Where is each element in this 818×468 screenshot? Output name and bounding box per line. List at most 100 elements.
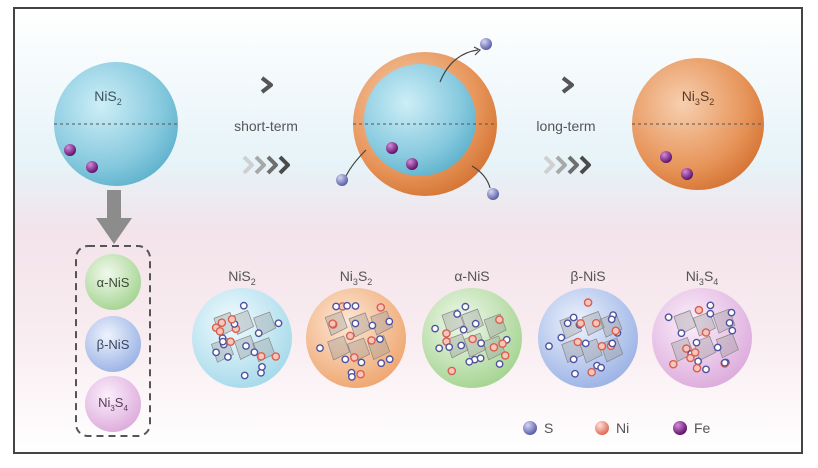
crystal-ni3s2: Ni3S2 [306, 268, 406, 388]
s-atom [343, 301, 351, 310]
crystal-structures: NiS2 Ni3S2 α-NiS β-NiS Ni3S4 [192, 268, 752, 388]
ni-atom [227, 314, 237, 324]
s-atom [445, 343, 454, 351]
crystal-beta-nis: β-NiS [538, 268, 638, 388]
s-atom [376, 335, 384, 343]
s-atom [557, 333, 566, 342]
svg-text:β-NiS: β-NiS [97, 337, 130, 352]
nis2-sphere: NiS2 [54, 62, 178, 186]
crystal-sphere [652, 288, 752, 388]
fe-atom [660, 151, 672, 163]
s-atom [608, 339, 617, 348]
s-atom [357, 358, 366, 367]
s-atom [258, 362, 266, 371]
s-atom [274, 319, 283, 328]
s-atom [728, 326, 737, 335]
s-atom [347, 372, 356, 381]
s-atom [453, 310, 462, 318]
ni-atom [271, 352, 281, 361]
s-atom [727, 308, 736, 317]
ni-atom [489, 342, 499, 352]
ni-atom [328, 319, 337, 329]
s-atom [316, 344, 324, 352]
svg-text:Ni3S4: Ni3S4 [98, 395, 128, 413]
s-atom [664, 313, 673, 322]
s-escape-path [345, 149, 367, 177]
fe-atom [681, 168, 693, 180]
legend-item-fe: Fe [673, 420, 711, 436]
s-atom [581, 339, 590, 348]
s-atom [341, 355, 350, 364]
s-atom [706, 309, 715, 318]
ni-atom [692, 363, 702, 373]
ni-atom [356, 369, 365, 379]
s-atom [218, 337, 227, 346]
legend-item-s: S [523, 420, 553, 436]
short-term-label: short-term [234, 118, 298, 134]
ni-atom [669, 359, 678, 369]
s-atom [223, 353, 232, 361]
legend-label: Fe [694, 420, 711, 436]
s-atom [435, 344, 444, 353]
ni-atom [215, 326, 225, 336]
ni-atom [217, 318, 227, 328]
s-atom [431, 324, 439, 333]
option-beta-nis: β-NiS [85, 316, 141, 372]
triple-chevron-icon [242, 155, 290, 175]
s-atom [351, 302, 360, 310]
s-atom [476, 354, 485, 363]
phase-options-box: α-NiS β-NiS Ni3S4 [75, 245, 151, 437]
s-atom [571, 369, 579, 378]
s-atom [242, 342, 250, 350]
s-atom [385, 317, 394, 326]
ni-atom [442, 329, 451, 338]
s-atom [545, 342, 553, 351]
short-term-arrow: short-term [234, 76, 298, 175]
legend-label: S [544, 420, 553, 436]
s-atom [254, 329, 263, 338]
legend-swatch [595, 421, 609, 435]
crystal-ni3s4: Ni3S4 [652, 268, 752, 388]
s-atom [212, 348, 221, 357]
ni-atom [611, 326, 621, 336]
atom-legend: S Ni Fe [523, 420, 711, 436]
s-atom [239, 301, 248, 310]
ni-atom [591, 318, 601, 328]
s-atom [250, 348, 259, 357]
s-atom [351, 319, 360, 328]
crystal-label: β-NiS [570, 268, 605, 284]
chevron-right-icon [260, 76, 273, 94]
ni-atom [583, 298, 593, 307]
nis2-sphere-label: NiS2 [94, 88, 122, 107]
ni-atom [256, 351, 266, 361]
ni-atom [690, 348, 700, 357]
ni-atom [500, 351, 510, 360]
s-atom [240, 371, 249, 380]
long-term-arrow: long-term [536, 76, 596, 175]
s-atom [692, 338, 701, 347]
ni3s2-sphere-label: Ni3S2 [682, 88, 715, 107]
s-atom [332, 302, 340, 311]
s-atom [480, 38, 492, 50]
ni-atom [682, 344, 691, 353]
svg-text:α-NiS: α-NiS [97, 275, 130, 290]
s-atom [495, 360, 504, 368]
chevron-right-icon [561, 76, 574, 94]
legend-label: Ni [616, 420, 629, 436]
s-atom [377, 359, 386, 368]
s-atom [569, 355, 578, 364]
s-atom [569, 313, 578, 322]
crystal-label: α-NiS [454, 268, 489, 284]
ni-atom [349, 353, 359, 362]
s-escape-path [471, 165, 491, 189]
crystal-nis2: NiS2 [192, 268, 292, 388]
option-alpha-nis: α-NiS [85, 254, 141, 310]
lattice-mesh [670, 308, 739, 362]
crystal-label: NiS2 [228, 268, 256, 287]
option-ni3s4: Ni3S4 [85, 376, 141, 432]
triple-chevron-icon [543, 155, 591, 175]
s-atom [677, 329, 686, 338]
ni3s2-sphere: Ni3S2 [632, 58, 764, 190]
core-shell-sphere [336, 38, 499, 200]
legend-swatch [523, 421, 537, 435]
